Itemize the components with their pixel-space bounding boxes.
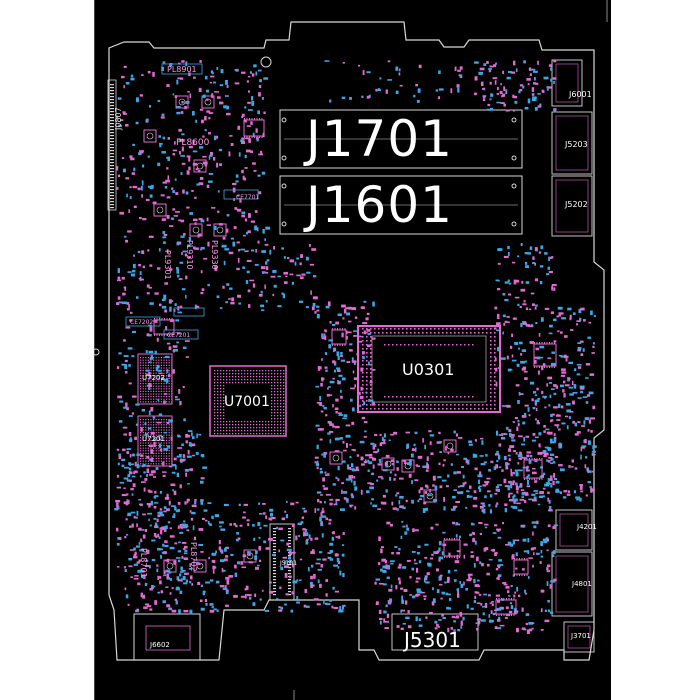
chip-label-u7201: U7201	[142, 435, 165, 443]
gpu-u7001-outline	[209, 365, 287, 437]
connector-j6602	[133, 613, 201, 661]
port-outline-3	[555, 509, 593, 551]
port-outline-5	[563, 621, 595, 653]
inductor	[153, 203, 167, 217]
mount-hole	[281, 183, 287, 189]
connector-label-j1701: J1701	[306, 110, 453, 168]
board-outline	[108, 21, 605, 661]
component-label-pl8701: PL8701	[139, 548, 148, 578]
connector-j5301	[391, 613, 479, 651]
small-ic	[533, 343, 557, 367]
port-outline-4	[551, 551, 593, 617]
inductor	[143, 129, 157, 143]
connector-j0807	[107, 79, 117, 211]
connector-label-j5101: J5101	[280, 560, 298, 567]
component-label-pl8901: PL8901	[167, 65, 197, 74]
dimm-slot-j1601	[279, 175, 523, 235]
mount-hole	[281, 155, 287, 161]
pcb-layout	[94, 0, 608, 700]
mount-hole	[281, 221, 287, 227]
inductor	[193, 559, 207, 573]
label-frame	[223, 189, 259, 200]
connector-label-j4801: J4801	[572, 580, 592, 588]
inductor	[213, 223, 227, 237]
label-frame	[161, 63, 203, 75]
component-label-pl9330: PL9330	[210, 240, 219, 270]
small-ic	[513, 559, 529, 575]
connector-label-j6001: J6001	[569, 90, 592, 99]
chip-label-u7001: U7001	[224, 394, 270, 410]
label-frame	[173, 307, 205, 317]
mount-hole	[511, 221, 517, 227]
connector-j5101	[269, 523, 295, 601]
component-label-j0807: J0807	[114, 107, 123, 130]
port-outline-1	[551, 111, 593, 175]
mount-hole	[281, 117, 287, 123]
inductor	[443, 439, 457, 453]
component-label-ce7201: CE7201	[167, 332, 191, 339]
component-label-ce7701: CE7701	[236, 194, 260, 201]
inductor	[329, 451, 343, 465]
mount-hole	[511, 155, 517, 161]
connector-label-j5301: J5301	[404, 628, 461, 652]
component-label-pl9301: PL9301	[163, 250, 172, 280]
test-point	[260, 56, 272, 68]
component-label-pl8600: PL8600	[176, 138, 210, 148]
component-label-ce7202: CE7202	[130, 319, 154, 326]
pcb-board-view: J1701 J1601 U0301 U7001 J5301 J6001 J520…	[94, 0, 611, 700]
dimm-slot-j1701	[279, 109, 523, 169]
connector-label-j3701: J3701	[571, 632, 591, 640]
connector-label-j4201: J4201	[577, 523, 597, 531]
frame-lines	[94, 0, 608, 700]
gpu-u7001-die	[226, 384, 270, 420]
cpu-u0301-outline	[357, 325, 501, 413]
port-outline-2	[551, 175, 593, 237]
label-frame	[163, 329, 199, 340]
chip-label-u7202: U7202	[142, 374, 165, 382]
component-label-pl8702: PL8702	[189, 542, 198, 572]
connector-label-j5203: J5203	[565, 140, 588, 149]
small-ic	[523, 459, 543, 479]
connector-label-j1601: J1601	[306, 176, 453, 234]
component-label-pl9310: PL9310	[185, 240, 194, 270]
small-ic	[331, 329, 347, 345]
cpu-u0301-die	[371, 335, 487, 403]
connector-label-j5202: J5202	[565, 200, 588, 209]
inductor	[201, 95, 215, 109]
small-ic	[443, 539, 461, 557]
chip-label-u0301: U0301	[402, 360, 455, 379]
mount-hole	[511, 117, 517, 123]
port-outline-0	[551, 59, 583, 107]
connector-label-j6602: J6602	[150, 641, 170, 649]
edge-hole	[94, 348, 100, 356]
label-frame	[125, 316, 161, 327]
mount-hole	[511, 183, 517, 189]
inductor	[401, 459, 415, 473]
